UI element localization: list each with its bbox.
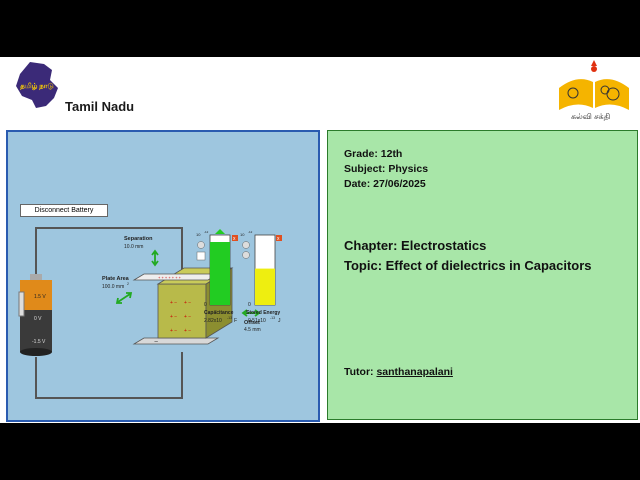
plate-area-arrow-icon[interactable] <box>115 292 133 304</box>
disconnect-battery-button[interactable]: Disconnect Battery <box>20 204 108 217</box>
tutor-line: Tutor: santhanapalani <box>344 366 453 378</box>
topic-text: Topic: Effect of dielectrics in Capacito… <box>344 258 592 273</box>
svg-text:−: − <box>214 308 217 314</box>
svg-text:+ −: + − <box>184 300 191 306</box>
plate-area-control[interactable]: Plate Area 100.0 mm 2 <box>102 276 133 304</box>
bottom-plate-minus: − <box>154 339 158 346</box>
energy-zoom-out-icon[interactable] <box>242 251 250 259</box>
battery: 1.5 V 0 V -1.5 V <box>18 274 52 356</box>
svg-text:+ −: + − <box>184 314 191 320</box>
capacitance-scale-top-exp: -12 <box>204 230 209 234</box>
bottom-plate[interactable] <box>132 337 220 345</box>
battery-bottom-voltage: -1.5 V <box>32 339 46 345</box>
state-title: Tamil Nadu <box>65 99 135 114</box>
capacitance-label: Capacitance <box>204 310 234 316</box>
energy-bar-fill <box>255 268 275 305</box>
date-text: Date: 27/06/2025 <box>344 178 426 190</box>
capacitance-zoom-out-icon[interactable] <box>196 251 206 261</box>
bottom-wire <box>35 352 183 399</box>
energy-close-icon[interactable] <box>276 235 282 241</box>
capacitance-scale-bottom: 0 <box>204 302 207 308</box>
offset-control[interactable]: Offset 4.5 mm <box>241 309 261 333</box>
energy-exp: -13 <box>270 316 275 320</box>
capacitance-up-arrow-icon <box>215 229 225 234</box>
energy-unit: J <box>278 318 281 324</box>
svg-text:+ + + + + + +: + + + + + + + <box>158 275 182 280</box>
capacitance-value: 2.82x10 <box>204 318 222 324</box>
svg-text:x: x <box>233 236 236 242</box>
capacitance-scale-top: 10 <box>196 232 201 237</box>
battery-top-voltage: 1.5 V <box>34 294 46 300</box>
energy-zoom-in-icon[interactable] <box>242 241 250 249</box>
capacitance-meter: 10 -12 0 x Capacitance 2.82x10 -13 F <box>196 229 238 324</box>
tn-logo-text: தமிழ் நாடு <box>20 83 53 91</box>
kalvi-logo-text: கல்வி சக்தி <box>571 112 611 121</box>
capacitance-zoom-in-icon[interactable] <box>197 241 205 249</box>
battery-mid-voltage: 0 V <box>34 316 42 322</box>
separation-arrow-icon[interactable] <box>151 249 159 267</box>
capacitance-close-icon[interactable] <box>232 235 238 241</box>
info-panel: Grade: 12th Subject: Physics Date: 27/06… <box>327 130 638 420</box>
grade-text: Grade: 12th <box>344 148 403 160</box>
capacitor-simulation[interactable]: 1.5 V 0 V -1.5 V − + − + − + − + − + − +… <box>6 130 320 422</box>
subject-text: Subject: Physics <box>344 163 429 175</box>
energy-scale-top-exp: -12 <box>248 230 253 234</box>
svg-text:x: x <box>277 236 280 242</box>
separation-control[interactable]: Separation 10.0 mm <box>124 236 159 267</box>
svg-text:+ −: + − <box>184 328 191 334</box>
capacitance-unit: F <box>234 318 237 324</box>
capacitance-bar-fill <box>210 242 230 305</box>
chapter-text: Chapter: Electrostatics <box>344 238 487 253</box>
offset-value: 4.5 mm <box>244 327 261 333</box>
plate-area-value: 100.0 mm <box>102 284 124 290</box>
energy-scale-bottom: 0 <box>248 302 251 308</box>
svg-text:+ −: + − <box>170 314 177 320</box>
capacitance-exp: -13 <box>227 316 232 320</box>
energy-label: Stored Energy <box>246 310 280 316</box>
svg-text:+ −: + − <box>170 328 177 334</box>
stored-energy-meter: 10 -12 0 x Stored Energy 0.51x10 -13 J <box>240 230 282 324</box>
kalvi-logo <box>559 60 629 110</box>
svg-text:+ −: + − <box>170 300 177 306</box>
plate-area-label: Plate Area <box>102 276 130 282</box>
energy-value: 0.51x10 <box>248 318 266 324</box>
tutor-name-link[interactable]: santhanapalani <box>376 366 453 378</box>
offset-arrow-icon[interactable] <box>241 309 261 317</box>
tamil-nadu-logo: தமிழ் நாடு <box>16 62 58 108</box>
plate-area-exp: 2 <box>127 282 129 286</box>
top-wire <box>35 227 183 278</box>
separation-label: Separation <box>124 236 153 242</box>
slide: தமிழ் நாடு Tamil Nadu கல்வி சக்தி 1.5 V <box>0 57 640 423</box>
energy-scale-top: 10 <box>240 232 245 237</box>
tutor-label: Tutor: <box>344 366 377 378</box>
separation-value: 10.0 mm <box>124 244 143 250</box>
offset-label: Offset <box>244 320 260 326</box>
simulation-canvas: 1.5 V 0 V -1.5 V − + − + − + − + − + − +… <box>18 227 282 399</box>
